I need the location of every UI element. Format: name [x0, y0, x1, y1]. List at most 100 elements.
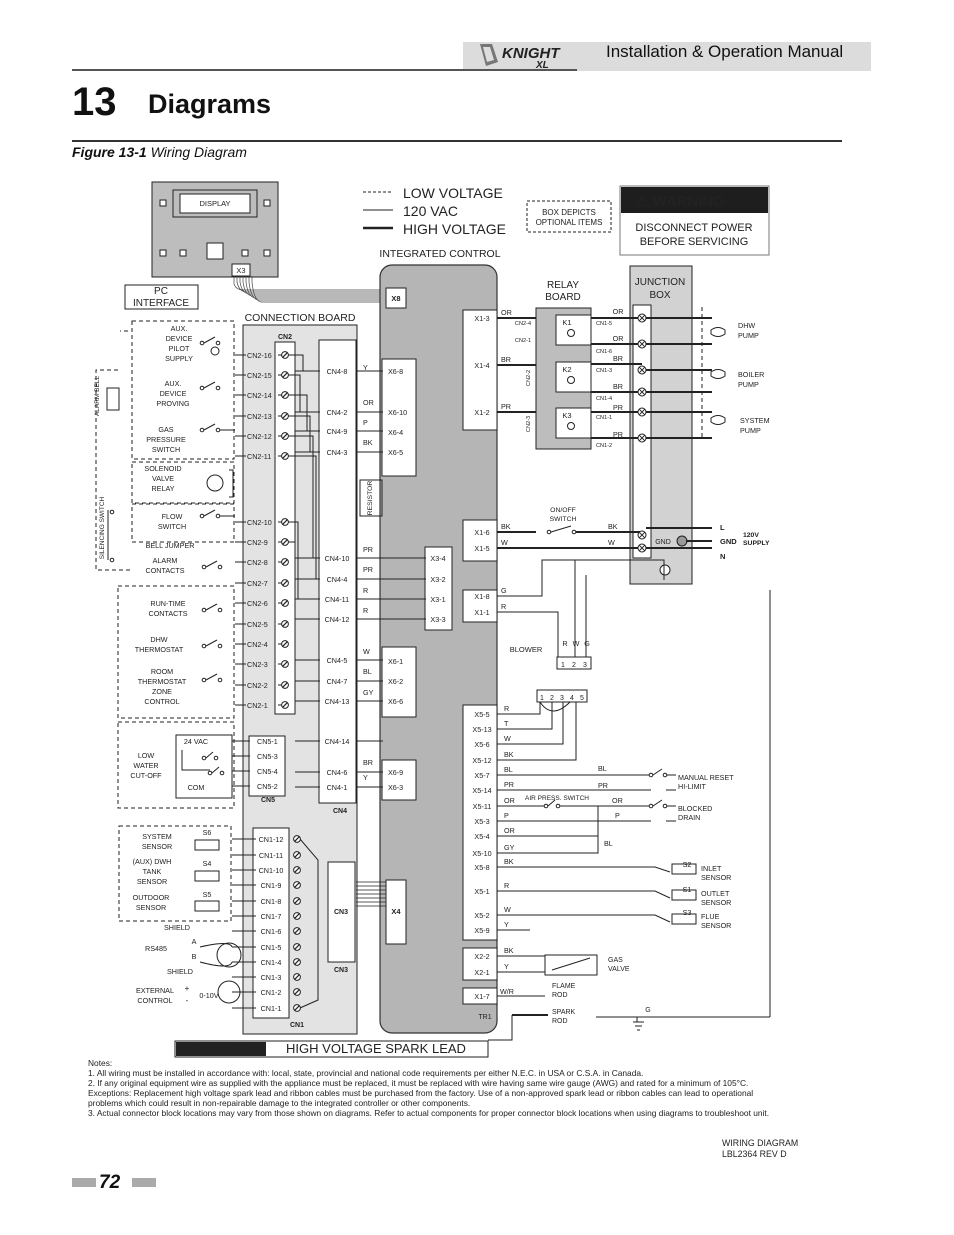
display-button[interactable] — [179, 249, 187, 257]
relay-label: K2 — [562, 365, 571, 374]
x6-pin-label: X6-6 — [388, 697, 403, 706]
cn4-wire-color: BR — [363, 758, 373, 767]
header-bar — [463, 42, 871, 71]
switch-blade-icon — [205, 639, 218, 647]
cn2-cn4-bus — [288, 521, 320, 600]
cn4-wire-color: Y — [363, 363, 368, 372]
blower-wire — [530, 702, 564, 745]
switch-contact-icon — [215, 513, 221, 519]
note-line: Notes: — [88, 1058, 113, 1068]
cn4-pin-label: CN4-10 — [325, 554, 350, 563]
legend-box-depicts: BOX DEPICTS — [542, 208, 596, 217]
x1-wire-color: W/R — [500, 987, 514, 996]
switch-contact-icon — [199, 385, 205, 391]
switch-blade-icon — [205, 603, 218, 611]
cn1-pin-label: CN1-6 — [261, 927, 282, 936]
cn1-pin-label: CN1-2 — [261, 988, 282, 997]
cn4-label: CN4 — [333, 808, 347, 815]
relay-label: K3 — [562, 411, 571, 420]
switch-contact-icon — [662, 803, 668, 809]
external-control-label: EXTERNAL — [136, 986, 174, 995]
display-button[interactable] — [159, 199, 167, 207]
pc-interface-jack[interactable] — [206, 242, 224, 260]
cn4-wire-color: R — [363, 586, 368, 595]
room-thermostat-label: ROOM — [151, 667, 173, 676]
blower-wire-color: G — [584, 639, 590, 648]
display-button[interactable] — [159, 249, 167, 257]
sensor-icon — [194, 900, 220, 912]
display-button[interactable] — [241, 249, 249, 257]
cn5-pin-label: CN5-3 — [257, 752, 278, 761]
ext-plus-label: + — [185, 984, 190, 993]
blower-wire — [530, 702, 541, 715]
sensor-wire — [530, 914, 671, 923]
cn4-pin-label: CN4-13 — [325, 697, 350, 706]
x5-wire-color: P — [504, 811, 509, 820]
diagram-reference: WIRING DIAGRAM LBL2364 REV D — [722, 1138, 798, 1160]
manual-reset-wire-color: PR — [598, 781, 608, 790]
display-button[interactable] — [263, 249, 271, 257]
x5-wire-color: GY — [504, 843, 515, 852]
relay-pin-label: CN1-5 — [596, 321, 612, 327]
relay-wire-color: PR — [613, 403, 623, 412]
switch-contact-icon — [217, 677, 223, 683]
switch-contact-icon — [546, 529, 552, 535]
diagram-ref-line: WIRING DIAGRAM — [722, 1138, 799, 1148]
system-pump-label: SYSTEM — [740, 416, 770, 425]
x6-pin-label: X6-3 — [388, 783, 403, 792]
switch-contact-icon — [571, 529, 577, 535]
chapter-rule — [72, 140, 842, 142]
gas-pressure-label: PRESSURE — [146, 435, 186, 444]
screw-slot-icon — [294, 867, 300, 873]
screw-slot-icon — [282, 433, 288, 439]
aux-pilot-label: DEVICE — [166, 334, 193, 343]
caution-leader — [488, 1015, 513, 1041]
display-button[interactable] — [263, 199, 271, 207]
switch-contact-icon — [215, 427, 221, 433]
alarm-contacts-label: CONTACTS — [146, 566, 185, 575]
junction-box-title: BOX — [649, 290, 670, 301]
aux-proving-label: PROVING — [156, 399, 190, 408]
blocked-drain-label: BLOCKED — [678, 804, 712, 813]
switch-contact-icon — [217, 607, 223, 613]
switch-contact-icon — [201, 607, 207, 613]
alarm-contacts-label: ALARM — [153, 556, 178, 565]
solenoid-label: VALVE — [152, 474, 174, 483]
pilot-lamp-icon — [210, 346, 220, 356]
cn2-pin-label: CN2-6 — [247, 599, 268, 608]
rs485-a-label: A — [192, 937, 197, 946]
cn2-pin-label: CN2-1 — [247, 701, 268, 710]
gas-pressure-label: GAS — [158, 425, 173, 434]
x1-wire-color: OR — [501, 308, 512, 317]
cn1-pin-label: CN1-8 — [261, 897, 282, 906]
relay-pin-label: CN2-4 — [515, 321, 531, 327]
switch-contact-icon — [201, 677, 207, 683]
caution-label: CAUTION — [191, 1041, 250, 1056]
dhw-pump-label: DHW — [738, 321, 755, 330]
screw-slot-icon — [282, 682, 288, 688]
outlet-sensor-label: OUTLET — [701, 889, 730, 898]
blower-pin-label: 4 — [570, 695, 574, 702]
lwco-24vac-label: 24 VAC — [184, 737, 208, 746]
supply-l-label: L — [720, 523, 725, 532]
cn4-pin-label: CN4-6 — [327, 768, 348, 777]
aux-pilot-label: SUPPLY — [165, 354, 193, 363]
switch-contact-icon — [215, 385, 221, 391]
x1-wire-color: W — [501, 538, 508, 547]
switch-contact-icon — [543, 803, 549, 809]
svg-text:XL: XL — [535, 60, 549, 70]
jb-terminal-cross-icon — [638, 340, 646, 348]
pc-interface-box — [124, 284, 199, 310]
switch-contact-icon — [648, 803, 654, 809]
relay-coil-icon — [567, 329, 575, 337]
blower-pin-label: 2 — [572, 662, 576, 669]
gas-pressure-label: SWITCH — [152, 445, 180, 454]
outdoor-s-label: S5 — [203, 890, 212, 899]
blower-pin-label: 1 — [540, 695, 544, 702]
switch-blade-icon — [652, 799, 663, 807]
pc-interface-label: INTERFACE — [133, 298, 189, 309]
display-screen — [179, 193, 251, 214]
knight-xl-logo: KNIGHT XL — [480, 44, 561, 70]
x5-pin-label: X5-5 — [474, 710, 489, 719]
air-press-switch-label: AIR PRESS. SWITCH — [525, 795, 589, 802]
